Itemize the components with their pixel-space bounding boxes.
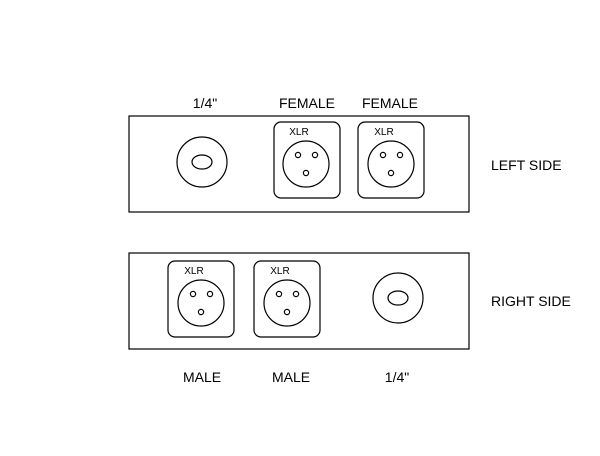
xlr-badge: XLR [270, 266, 289, 277]
xlr-female-icon: XLR [273, 121, 341, 199]
left-panel: 1/4" FEMALE FEMALE XLR XLR LEFT SIDE [128, 95, 562, 213]
left-side-label: LEFT SIDE [491, 157, 562, 173]
right-connector-3-label: 1/4" [385, 369, 409, 385]
xlr-badge: XLR [374, 127, 393, 138]
xlr-badge: XLR [184, 266, 203, 277]
xlr-male-icon: XLR [253, 260, 321, 338]
right-panel-outline [128, 252, 470, 350]
left-connector-1-label: 1/4" [193, 95, 217, 111]
right-connector-1-label: MALE [183, 369, 221, 385]
xlr-male-icon: XLR [167, 260, 235, 338]
left-panel-outline [128, 115, 470, 213]
right-connector-2-label: MALE [272, 369, 310, 385]
quarter-inch-jack-icon [372, 272, 424, 324]
xlr-badge: XLR [289, 127, 308, 138]
left-connector-2-label: FEMALE [279, 95, 335, 111]
quarter-inch-jack-icon [176, 136, 228, 188]
left-connector-3-label: FEMALE [362, 95, 418, 111]
right-panel: XLR XLR RIGHT SIDE MALE MALE 1/4" [128, 252, 571, 385]
xlr-female-icon: XLR [357, 121, 425, 199]
right-side-label: RIGHT SIDE [491, 293, 571, 309]
